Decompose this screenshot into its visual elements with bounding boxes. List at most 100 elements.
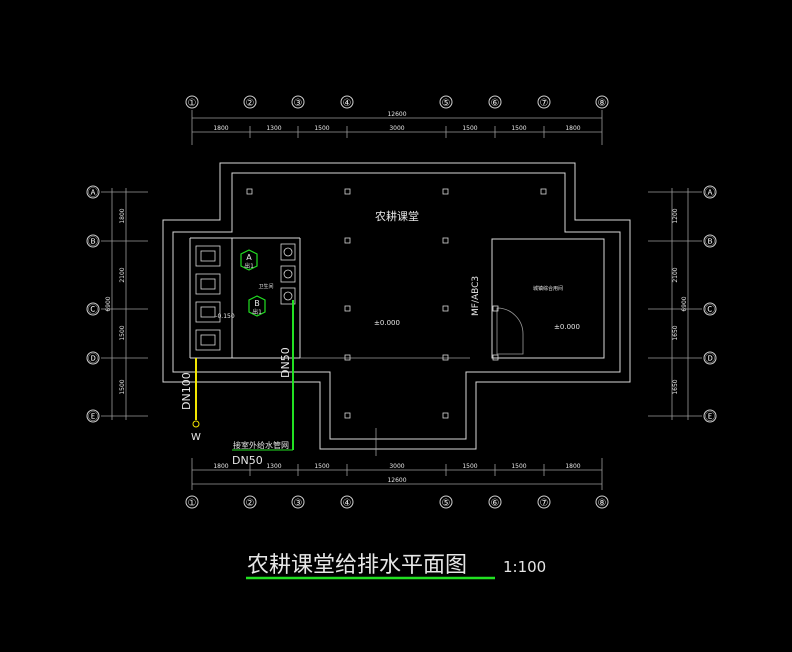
pipe-label-dn100: DN100 [180,372,193,410]
axis-marker-8: ⑧ [595,95,609,109]
elevation-main: ±0.000 [374,319,400,327]
axis-label: ③ [294,498,303,509]
axis-marker-4: ④ [340,95,354,109]
dimension-segment: 1300 [266,463,281,470]
axis-label: ① [188,98,197,109]
axis-marker-d: Ⓓ [86,351,100,365]
axis-marker-2: ② [243,95,257,109]
outdoor-supply-note: 接室外给水管网 [233,440,289,450]
drawing-title: 农耕课堂给排水平面图 [247,553,467,578]
dimension-segment: 1800 [565,463,580,470]
dimension-segment: 1500 [119,379,126,394]
marker-b: B 出1 [248,295,266,317]
axis-label: ⑥ [491,498,500,509]
axis-label: Ⓐ [705,187,715,199]
axis-label: Ⓐ [88,187,98,199]
axis-marker-a: Ⓐ [703,185,717,199]
marker-b-letter: B [254,299,260,308]
axis-label: ② [246,498,255,509]
dimension-segment: 1500 [511,125,526,132]
drawing-scale: 1:100 [503,558,546,576]
elevation-restroom: -0.150 [215,313,235,320]
axis-marker-3: ③ [291,95,305,109]
elevation-side: ±0.000 [554,323,580,331]
dimension-segment: 1650 [672,379,679,394]
right-row-axes: Ⓐ Ⓑ Ⓒ Ⓓ Ⓔ 6900 1200 2100 1650 1650 [648,185,717,423]
dimension-segment: 1800 [213,125,228,132]
axis-label: ⑤ [442,498,451,509]
dimension-segment: 1200 [672,208,679,223]
axis-label: ⑧ [598,98,607,109]
axis-label: Ⓓ [705,353,715,365]
axis-marker-6: ⑥ [488,95,502,109]
dimension-segment: 1500 [314,125,329,132]
dimension-total: 12600 [387,111,406,118]
axis-label: ⑦ [540,498,549,509]
equipment-label: MF/ABC3 [471,276,481,316]
axis-label: Ⓓ [88,353,98,365]
marker-a-letter: A [246,253,252,262]
axis-marker-5: ⑤ [439,95,453,109]
building-outline [162,162,631,456]
axis-marker-7: ⑦ [537,495,551,509]
axis-marker-e: Ⓔ [703,409,717,423]
dimension-segment: 2100 [672,267,679,282]
axis-label: Ⓔ [88,411,98,423]
dimension-segment: 1500 [314,463,329,470]
drain-pipe-dn100 [192,358,200,428]
axis-label: ① [188,498,197,509]
dimension-segment: 2100 [119,267,126,282]
marker-b-sub: 出1 [252,308,262,316]
dimension-segment: 1800 [213,463,228,470]
dimension-segment: 1500 [511,463,526,470]
dimension-segment: 1500 [119,325,126,340]
bottom-column-axes: ① ② ③ ④ ⑤ ⑥ ⑦ ⑧ [185,495,609,509]
dimension-total: 6900 [681,296,688,311]
top-column-axes: ① ② ③ ④ ⑤ ⑥ ⑦ ⑧ [185,95,609,109]
axis-marker-7: ⑦ [537,95,551,109]
dimension-segment: 1650 [672,325,679,340]
marker-a: A 出1 [240,249,258,271]
axis-label: ③ [294,98,303,109]
axis-label: ⑤ [442,98,451,109]
pipe-label-dn50-bottom: DN50 [232,454,263,467]
axis-label: Ⓒ [88,304,98,316]
axis-label: Ⓑ [705,236,715,248]
dimension-segment: 1500 [462,463,477,470]
axis-marker-e: Ⓔ [86,409,100,423]
axis-marker-8: ⑧ [595,495,609,509]
axis-marker-5: ⑤ [439,495,453,509]
axis-label: Ⓑ [88,236,98,248]
axis-label: ④ [343,98,352,109]
axis-marker-a: Ⓐ [86,185,100,199]
axis-marker-b: Ⓑ [86,234,100,248]
dimension-segment: 1800 [565,125,580,132]
pipe-label-dn50: DN50 [279,347,292,378]
dimension-total: 12600 [387,477,406,484]
restroom-fixtures [195,243,296,351]
axis-marker-4: ④ [340,495,354,509]
dimension-segment: 1300 [266,125,281,132]
top-dimensions: 12600 1800 1300 1500 3000 1500 1500 1800 [191,110,603,145]
axis-marker-6: ⑥ [488,495,502,509]
axis-marker-1: ① [185,95,199,109]
room-name: 农耕课堂 [375,209,419,223]
axis-label: ⑧ [598,498,607,509]
axis-label: Ⓔ [705,411,715,423]
axis-label: ④ [343,498,352,509]
axis-label: Ⓒ [705,304,715,316]
axis-marker-b: Ⓑ [703,234,717,248]
bottom-dimensions: 1800 1300 1500 3000 1500 1500 1800 12600 [191,458,603,490]
axis-marker-c: Ⓒ [703,302,717,316]
axis-marker-c: Ⓒ [86,302,100,316]
axis-label: ⑦ [540,98,549,109]
axis-marker-2: ② [243,495,257,509]
dimension-segment: 1800 [119,208,126,223]
dimension-segment: 1500 [462,125,477,132]
axis-marker-d: Ⓓ [703,351,717,365]
w-marker: W [191,432,201,443]
column-dots [246,188,547,419]
restroom-name: 卫生间 [258,283,273,290]
supply-pipe-dn50 [232,300,294,451]
